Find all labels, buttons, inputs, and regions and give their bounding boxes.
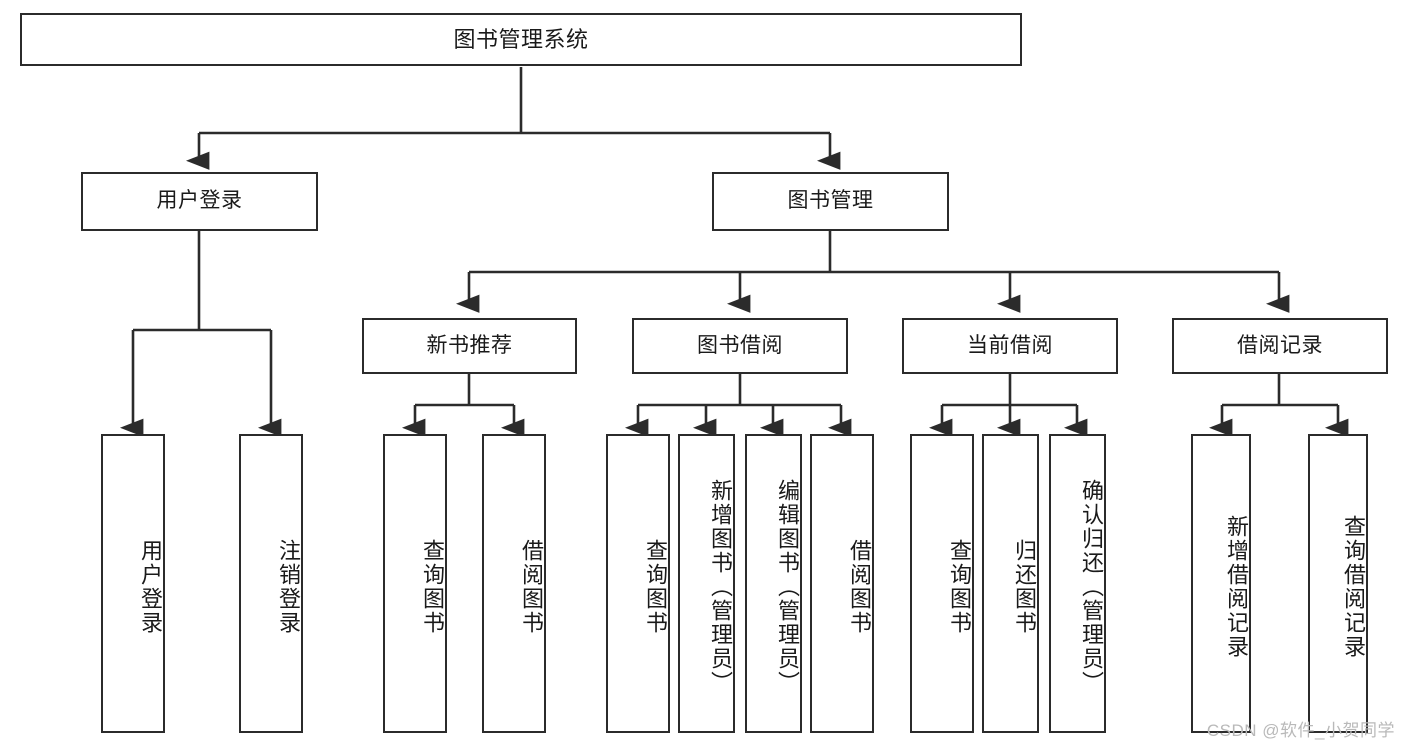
leaf-current-borrow-query-label: 查询图书: [947, 538, 972, 635]
watermark-text: CSDN @软件_小贺同学: [1206, 721, 1395, 740]
node-user-login-label: 用户登录: [156, 189, 243, 213]
leaf-book-borrow-edit[interactable]: 编辑图书（管理员）: [745, 434, 802, 733]
node-book-management-label: 图书管理: [787, 189, 874, 213]
node-new-book-recommend-label: 新书推荐: [426, 333, 513, 357]
leaf-user-login-login-label: 用户登录: [138, 538, 163, 635]
node-new-book-recommend[interactable]: 新书推荐: [362, 318, 577, 374]
leaf-current-borrow-return[interactable]: 归还图书: [982, 434, 1039, 733]
node-borrow-record[interactable]: 借阅记录: [1172, 318, 1388, 374]
leaf-borrow-record-add[interactable]: 新增借阅记录: [1191, 434, 1251, 733]
node-user-login[interactable]: 用户登录: [81, 172, 318, 231]
leaf-new-book-query[interactable]: 查询图书: [383, 434, 447, 733]
node-root-label: 图书管理系统: [453, 26, 589, 52]
leaf-book-borrow-query-label: 查询图书: [643, 538, 668, 635]
leaf-new-book-query-label: 查询图书: [420, 538, 445, 635]
node-book-management[interactable]: 图书管理: [712, 172, 949, 231]
node-root-library-system[interactable]: 图书管理系统: [20, 13, 1022, 66]
node-current-borrow-label: 当前借阅: [967, 333, 1053, 357]
leaf-current-borrow-query[interactable]: 查询图书: [910, 434, 974, 733]
leaf-current-borrow-confirm[interactable]: 确认归还（管理员）: [1049, 434, 1106, 733]
leaf-borrow-record-add-label: 新增借阅记录: [1224, 514, 1249, 659]
leaf-user-login-login[interactable]: 用户登录: [101, 434, 165, 733]
leaf-book-borrow-borrow[interactable]: 借阅图书: [810, 434, 874, 733]
leaf-borrow-record-query[interactable]: 查询借阅记录: [1308, 434, 1368, 733]
leaf-borrow-record-query-label: 查询借阅记录: [1341, 514, 1366, 659]
leaf-book-borrow-edit-label: 编辑图书（管理员）: [775, 478, 800, 695]
leaf-user-login-logout-label: 注销登录: [276, 538, 301, 635]
node-borrow-record-label: 借阅记录: [1237, 333, 1323, 357]
leaf-current-borrow-confirm-label: 确认归还（管理员）: [1079, 478, 1104, 695]
leaf-new-book-borrow-label: 借阅图书: [519, 538, 544, 635]
leaf-book-borrow-add-label: 新增图书（管理员）: [708, 478, 733, 695]
leaf-book-borrow-borrow-label: 借阅图书: [847, 538, 872, 635]
leaf-new-book-borrow[interactable]: 借阅图书: [482, 434, 546, 733]
node-current-borrow[interactable]: 当前借阅: [902, 318, 1118, 374]
leaf-book-borrow-query[interactable]: 查询图书: [606, 434, 670, 733]
leaf-user-login-logout[interactable]: 注销登录: [239, 434, 303, 733]
node-book-borrow-label: 图书借阅: [697, 333, 783, 357]
leaf-book-borrow-add[interactable]: 新增图书（管理员）: [678, 434, 735, 733]
node-book-borrow[interactable]: 图书借阅: [632, 318, 848, 374]
leaf-current-borrow-return-label: 归还图书: [1012, 538, 1037, 635]
